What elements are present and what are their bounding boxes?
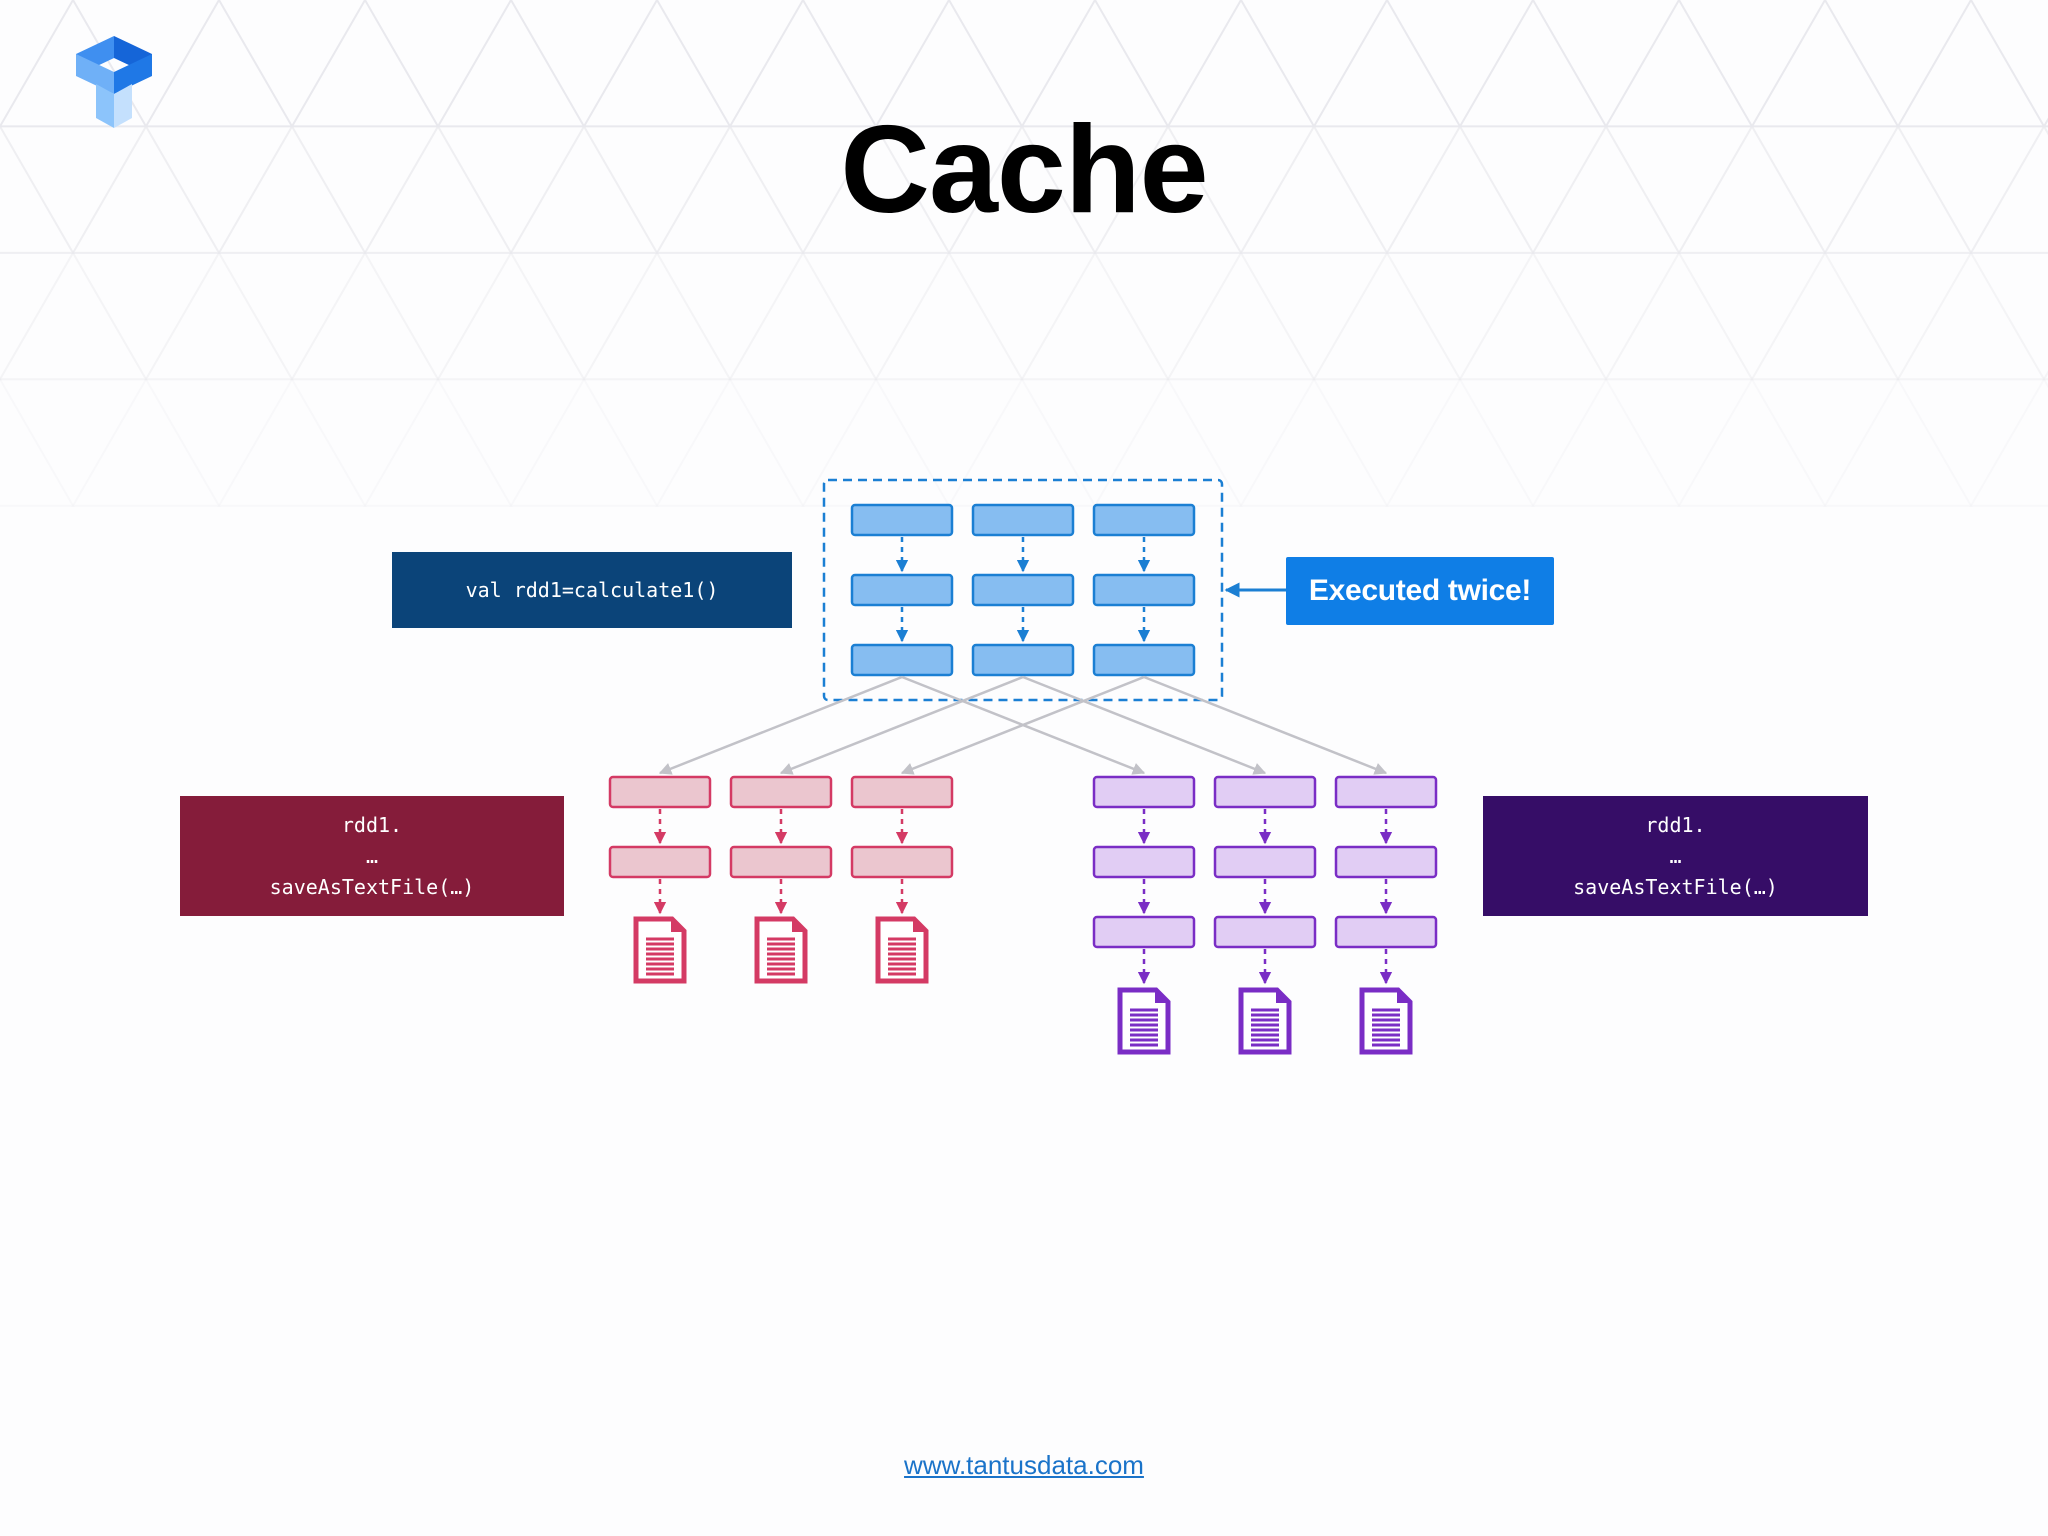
page-title: Cache xyxy=(840,101,1208,239)
purple-partition-box xyxy=(1213,775,1317,809)
logo-icon xyxy=(76,36,152,128)
code-line-1: rdd1. xyxy=(341,812,403,837)
purple-partition-box xyxy=(1334,845,1438,879)
purple-partition-box xyxy=(1213,845,1317,879)
blue-partition-box xyxy=(850,573,954,607)
blue-partition-box xyxy=(971,573,1075,607)
lineage-arrow xyxy=(1143,675,1388,775)
document-icon xyxy=(633,916,687,984)
blue-partition-box xyxy=(1092,643,1196,677)
document-icon xyxy=(1238,987,1292,1055)
lineage-arrow xyxy=(779,675,1024,775)
code-line-2: … xyxy=(365,843,379,868)
purple-partition-box xyxy=(1334,775,1438,809)
purple-partition-box xyxy=(1092,845,1196,879)
blue-partition-box xyxy=(1092,573,1196,607)
pink-partition-box xyxy=(850,845,954,879)
document-icon xyxy=(875,916,929,984)
blue-partition-box xyxy=(971,643,1075,677)
lineage-arrow xyxy=(1022,675,1267,775)
lineage-arrow xyxy=(658,675,903,775)
code-line-1: rdd1. xyxy=(1645,812,1706,837)
pink-partition-box xyxy=(850,775,954,809)
blue-partition-box xyxy=(850,503,954,537)
triangle-grid xyxy=(0,0,2048,507)
code-line: val rdd1=calculate1() xyxy=(465,577,719,602)
executed-twice-callout: Executed twice! xyxy=(1286,557,1554,625)
blue-partition-box xyxy=(850,643,954,677)
pink-partition-box xyxy=(729,775,833,809)
purple-partition-box xyxy=(1213,915,1317,949)
code-box-save-right: rdd1. … saveAsTextFile(…) xyxy=(1483,796,1868,916)
code-line-3: saveAsTextFile(…) xyxy=(269,874,475,899)
lineage-arrow xyxy=(900,675,1145,775)
purple-partition-box xyxy=(1092,775,1196,809)
cache-boundary xyxy=(822,478,1224,702)
code-box-calculate: val rdd1=calculate1() xyxy=(392,552,792,628)
document-icon xyxy=(1359,987,1413,1055)
code-line-3: saveAsTextFile(…) xyxy=(1573,874,1778,899)
document-icon xyxy=(1117,987,1171,1055)
purple-partition-box xyxy=(1092,915,1196,949)
blue-partition-box xyxy=(1092,503,1196,537)
blue-partition-box xyxy=(971,503,1075,537)
document-icon xyxy=(754,916,808,984)
code-box-save-left: rdd1. … saveAsTextFile(…) xyxy=(180,796,564,916)
code-line-2: … xyxy=(1669,843,1682,868)
purple-partition-box xyxy=(1334,915,1438,949)
pink-partition-box xyxy=(729,845,833,879)
pink-partition-box xyxy=(608,775,712,809)
pink-partition-box xyxy=(608,845,712,879)
footer-link[interactable]: www.tantusdata.com xyxy=(904,1450,1144,1480)
